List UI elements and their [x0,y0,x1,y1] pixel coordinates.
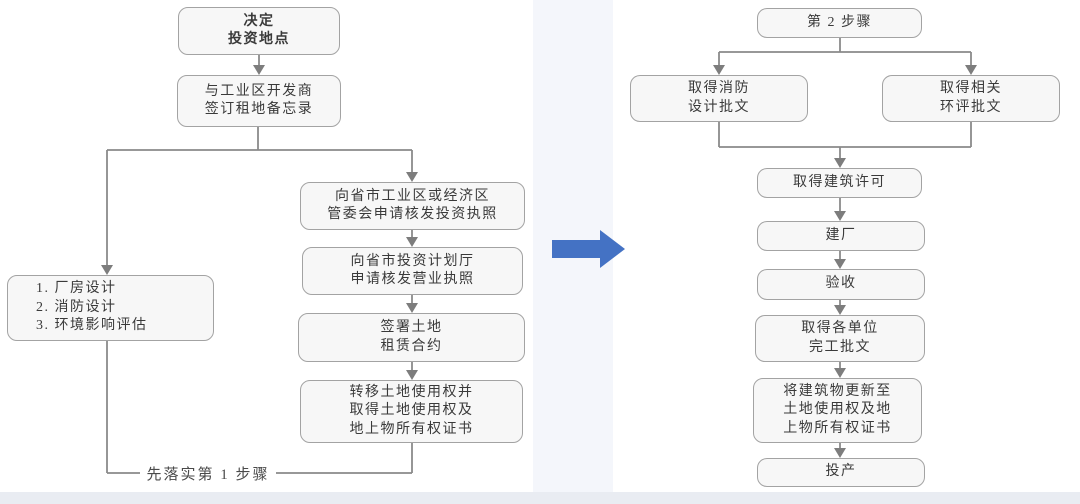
node-memo: 与工业区开发商 签订租地备忘录 [177,75,341,127]
node-production: 投产 [757,458,925,487]
node-text: 第 2 步骤 [807,14,872,30]
node-text: 1. 厂房设计 2. 消防设计 3. 环境影响评估 [36,281,148,334]
node-text: 签署土地 租赁合约 [380,320,443,354]
node-text: 取得相关 环评批文 [940,81,1002,115]
node-acceptance: 验收 [757,269,925,300]
bottom-background-band [0,492,1080,504]
node-building-update: 将建筑物更新至 土地使用权及地 上物所有权证书 [753,378,922,443]
node-text: 取得建筑许可 [793,174,886,190]
node-construction-permit: 取得建筑许可 [757,168,922,198]
loop-label-text: 先落实第 1 步骤 [146,466,270,483]
flow-arrow-icon [552,230,625,268]
node-decide-location: 决定 投资地点 [178,7,340,55]
node-text: 决定 投资地点 [228,13,290,47]
node-completion-approval: 取得各单位 完工批文 [755,315,925,362]
node-text: 向省市投资计划厅 申请核发营业执照 [350,253,475,287]
node-text: 验收 [825,276,857,292]
node-land-transfer: 转移土地使用权并 取得土地使用权及 地上物所有权证书 [300,380,523,443]
node-text: 向省市工业区或经济区 管委会申请核发投资执照 [327,188,498,222]
node-fire-approval: 取得消防 设计批文 [630,75,808,122]
node-text: 投产 [825,464,857,480]
node-land-lease: 签署土地 租赁合约 [298,313,525,362]
node-build-factory: 建厂 [757,221,925,251]
node-invest-license: 向省市工业区或经济区 管委会申请核发投资执照 [300,182,525,230]
node-text: 建厂 [825,227,857,243]
node-text: 转移土地使用权并 取得土地使用权及 地上物所有权证书 [349,384,474,437]
node-step2: 第 2 步骤 [757,8,922,38]
node-text: 取得消防 设计批文 [688,81,750,115]
node-text: 取得各单位 完工批文 [801,321,879,355]
node-text: 将建筑物更新至 土地使用权及地 上物所有权证书 [783,383,892,436]
loop-label-step1: 先落实第 1 步骤 [138,463,278,483]
node-text: 与工业区开发商 签订租地备忘录 [204,83,314,117]
node-design-list: 1. 厂房设计 2. 消防设计 3. 环境影响评估 [7,275,214,341]
node-business-license: 向省市投资计划厅 申请核发营业执照 [302,247,523,295]
node-env-approval: 取得相关 环评批文 [882,75,1060,122]
